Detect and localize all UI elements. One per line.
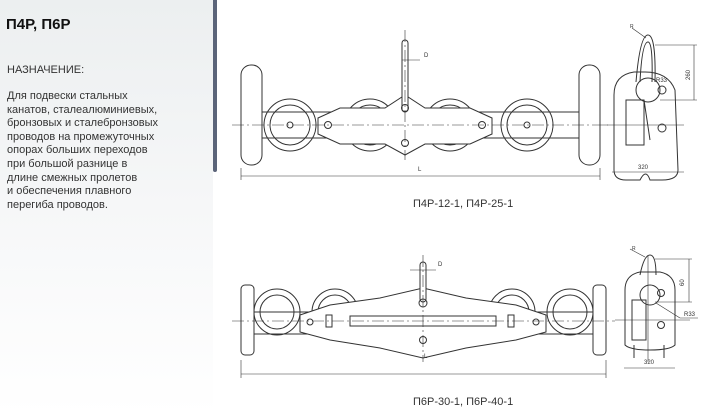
description-line: при большой разнице в bbox=[7, 157, 128, 170]
accent-bar bbox=[213, 0, 217, 172]
dim-r33-label: R33 bbox=[656, 78, 668, 84]
description-line: и обеспечения плавного bbox=[7, 185, 132, 198]
description-line: проводов на промежуточных bbox=[7, 130, 155, 143]
dim-r33-label: R33 bbox=[684, 312, 696, 318]
dim-width-label: 320 bbox=[644, 360, 655, 366]
drawing-p6r-side-view bbox=[615, 248, 698, 369]
description-line: Для подвески стальных bbox=[7, 90, 128, 102]
drawing-p4r-side-view bbox=[604, 27, 697, 181]
drawing-p6r-front-view bbox=[232, 255, 615, 378]
dim-height-label: 260 bbox=[686, 69, 692, 80]
drawing-p4r-front-view bbox=[232, 30, 608, 180]
description-line: канатов, сталеалюминиевых, bbox=[7, 103, 158, 116]
dim-r-label: R bbox=[632, 246, 636, 252]
description-panel: П4Р, П6Р НАЗНАЧЕНИЕ: Для подвески стальн… bbox=[0, 0, 213, 415]
drawing-caption: П6Р-30-1, П6Р-40-1 bbox=[413, 396, 514, 408]
dim-d-label: D bbox=[424, 53, 429, 59]
product-title: П4Р, П6Р bbox=[6, 16, 71, 33]
description-line: длине смежных пролетов bbox=[7, 171, 138, 184]
dim-width-label: 320 bbox=[638, 165, 649, 171]
dim-d-label: D bbox=[438, 262, 443, 268]
product-description: Для подвески стальных канатов, сталеалюм… bbox=[7, 90, 212, 212]
description-line: опорах больших переходов bbox=[7, 144, 148, 157]
dim-length-label: L bbox=[418, 167, 422, 173]
dim-height-label: 60 bbox=[680, 279, 686, 286]
dim-length-label: L bbox=[424, 354, 428, 360]
dim-r-label: R bbox=[630, 24, 634, 30]
description-line: бронзовых и сталебронзовых bbox=[7, 117, 158, 130]
description-line: перегиба проводов. bbox=[7, 198, 108, 211]
drawing-caption: П4Р-12-1, П4Р-25-1 bbox=[413, 198, 514, 210]
section-label: НАЗНАЧЕНИЕ: bbox=[7, 64, 85, 76]
